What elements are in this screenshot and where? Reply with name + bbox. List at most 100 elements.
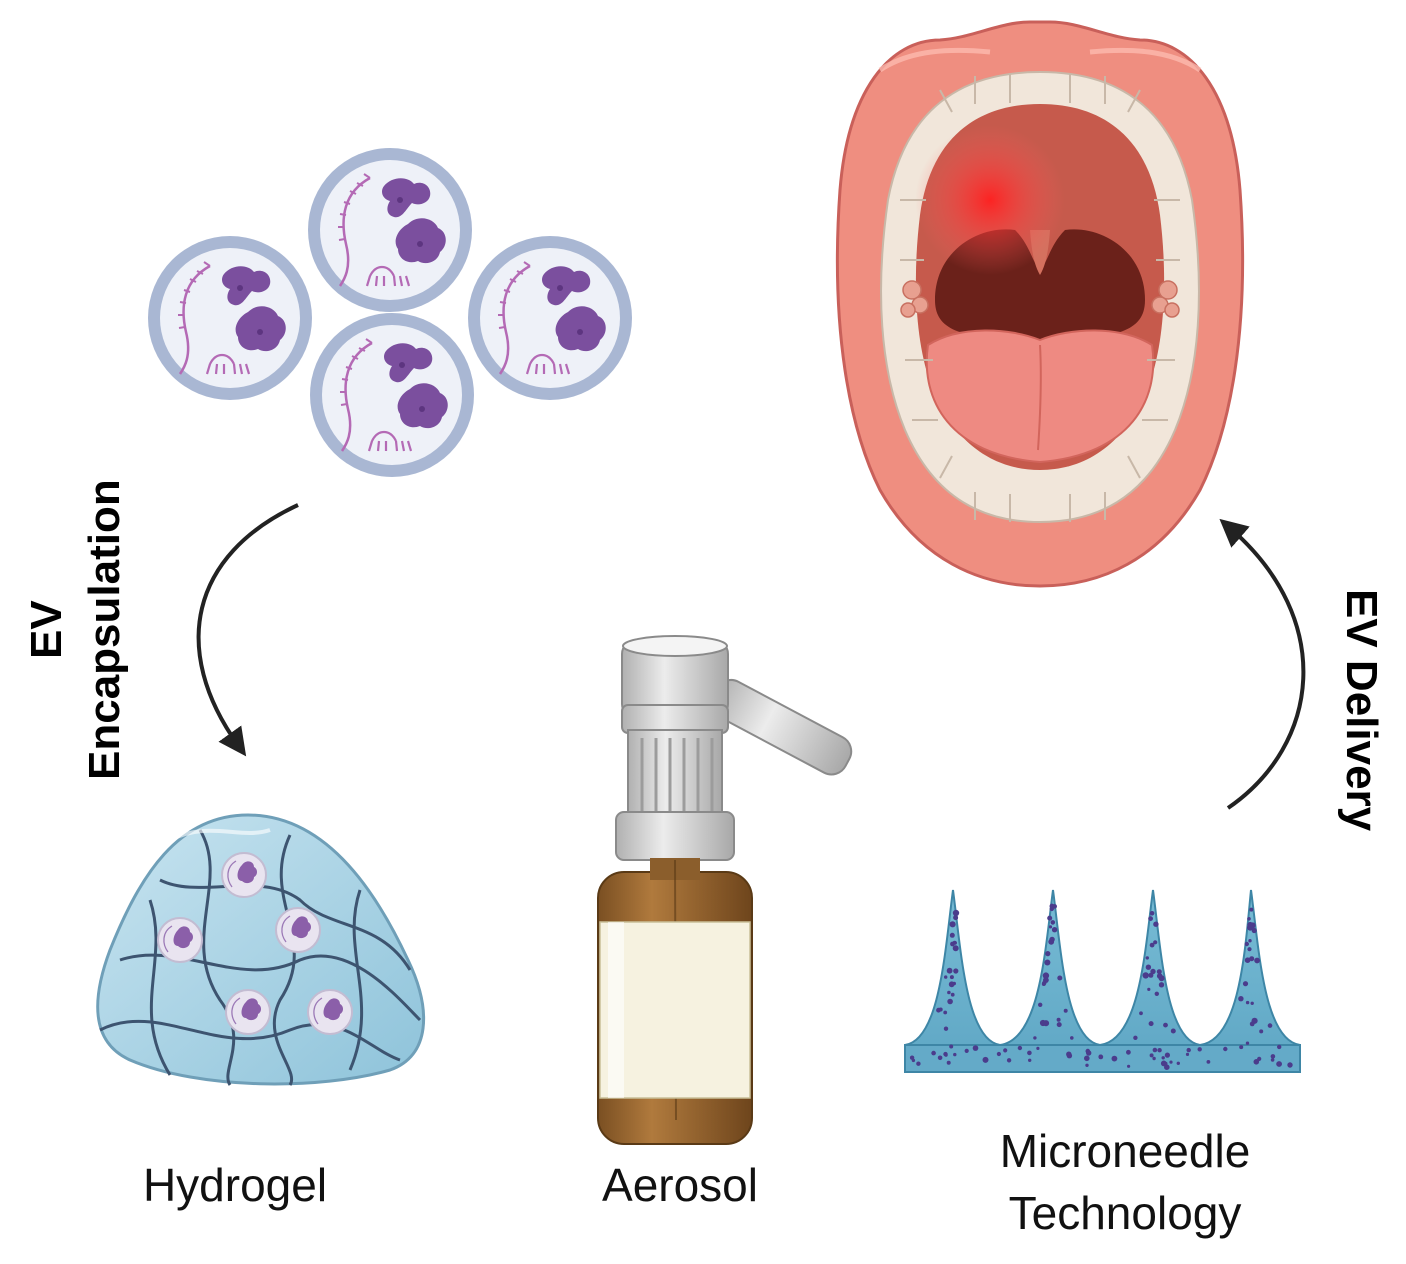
hydrogel-illustration: [96, 813, 426, 1086]
microneedle-label-line2: Technology: [1008, 1187, 1242, 1239]
tonsil-right: [1151, 280, 1180, 318]
microneedle-particle: [1185, 1052, 1190, 1056]
microneedle-particle: [1036, 1046, 1040, 1050]
microneedle-particle: [1156, 973, 1163, 979]
microneedle-particle: [937, 1055, 943, 1061]
microneedle-particle: [1057, 975, 1063, 981]
microneedle-particle: [1161, 1056, 1165, 1060]
microneedle-particle: [1244, 941, 1250, 947]
microneedle-particle: [1164, 1064, 1170, 1070]
microneedle-particle: [1133, 1035, 1138, 1041]
microneedle-particle: [1085, 1063, 1089, 1068]
microneedle-particle: [1186, 1047, 1191, 1053]
microneedle-particle: [950, 992, 955, 997]
microneedle-particle: [947, 998, 953, 1005]
microneedle-particle: [1148, 916, 1153, 921]
microneedle-particle: [1063, 1008, 1068, 1013]
microneedle-particle: [1056, 1017, 1061, 1022]
microneedle-particle: [1042, 980, 1047, 986]
microneedle-particle: [931, 1050, 936, 1056]
microneedle-particle: [1170, 1028, 1176, 1034]
microneedle-particle: [953, 968, 959, 974]
microneedle-particle: [1267, 1023, 1273, 1028]
microneedle-particle: [944, 975, 948, 979]
microneedle-particle: [943, 1026, 949, 1031]
microneedle-particle: [1164, 1052, 1170, 1058]
microneedle-particle: [1050, 920, 1056, 925]
microneedle-particle: [1148, 1021, 1154, 1027]
microneedle-particle: [1238, 996, 1244, 1002]
microneedle-particle: [1111, 1055, 1118, 1062]
encapsulation-label-line2: Encapsulation: [80, 479, 129, 781]
microneedle-particle: [1149, 942, 1155, 948]
microneedle-particle: [947, 990, 951, 995]
microneedle-particle: [938, 1007, 943, 1012]
microneedle-particle: [1150, 968, 1156, 975]
microneedle-particle: [1247, 917, 1251, 921]
tonsil-left: [900, 280, 929, 318]
open-mouth-illustration: [835, 20, 1245, 588]
microneedle-particle: [1154, 991, 1160, 996]
microneedle-particle: [953, 941, 957, 945]
microneedle-particle: [949, 975, 954, 980]
microneedle-particle: [1163, 1061, 1168, 1066]
microneedle-particle: [1287, 1062, 1293, 1068]
microneedle-particle: [1045, 951, 1051, 957]
microneedle-particle: [1127, 1064, 1131, 1068]
microneedle-particle: [1156, 969, 1162, 975]
microneedle-particle: [1145, 956, 1150, 960]
microneedle-particle: [1245, 1041, 1250, 1045]
gel-vesicle: [157, 917, 203, 963]
microneedle-particles: [909, 903, 1293, 1070]
microneedle-particle: [952, 909, 960, 917]
microneedle-particle: [949, 1044, 954, 1049]
microneedle-particle: [916, 1061, 921, 1066]
microneedle-particle: [1248, 939, 1252, 943]
microneedle-particle: [1042, 1020, 1050, 1027]
microneedle-particle: [1051, 927, 1058, 933]
microneedle-particle: [1048, 925, 1053, 929]
microneedle-particle: [1147, 987, 1151, 992]
microneedle-particle: [1145, 964, 1152, 970]
microneedle-particle: [1052, 904, 1057, 909]
microneedle-particle: [1042, 972, 1050, 979]
vesicle-right: [466, 234, 634, 402]
delivery-arrow: [1219, 518, 1306, 810]
microneedle-particle: [982, 1056, 989, 1063]
microneedle-particle: [1126, 1049, 1131, 1055]
microneedle-particle: [1142, 972, 1149, 979]
microneedle-particle: [1028, 1058, 1032, 1063]
microneedle-particle: [952, 945, 959, 952]
microneedle-particle: [964, 1048, 969, 1053]
microneedle-particle: [948, 981, 955, 988]
microneedle-particle: [1006, 1058, 1012, 1063]
microneedle-particle: [1149, 1053, 1154, 1058]
microneedle-particle: [1244, 957, 1251, 963]
microneedle-particle: [1056, 1022, 1062, 1028]
delivery-label: EV Delivery: [1337, 588, 1386, 832]
vesicle-bottom: [308, 311, 476, 479]
microneedle-particle: [1247, 947, 1252, 952]
aerosol-label: Aerosol: [602, 1159, 758, 1211]
microneedle-particle: [1048, 938, 1055, 945]
microneedle-particle: [1084, 1055, 1090, 1062]
microneedle-particle: [1066, 1053, 1073, 1059]
microneedle-particle: [1027, 1050, 1032, 1056]
microneedle-particle: [1270, 1058, 1275, 1062]
microneedle-particle: [1239, 1045, 1244, 1050]
gel-vesicle: [221, 852, 267, 898]
vesicle-top: [306, 146, 474, 314]
microneedle-particle: [949, 932, 955, 938]
aerosol-spray-bottle: [597, 635, 853, 1145]
hydrogel-label: Hydrogel: [142, 1159, 328, 1211]
microneedle-particle: [1277, 1044, 1282, 1050]
microneedle-particle: [1152, 1056, 1156, 1061]
microneedle-particle: [1169, 1060, 1173, 1064]
microneedle-particle: [1270, 1054, 1276, 1059]
microneedle-particle: [1153, 921, 1159, 927]
microneedle-particle: [1253, 1059, 1260, 1065]
microneedle-particle: [1206, 1060, 1211, 1064]
microneedle-particle: [1044, 959, 1051, 966]
microneedle-particle: [1157, 1048, 1162, 1053]
